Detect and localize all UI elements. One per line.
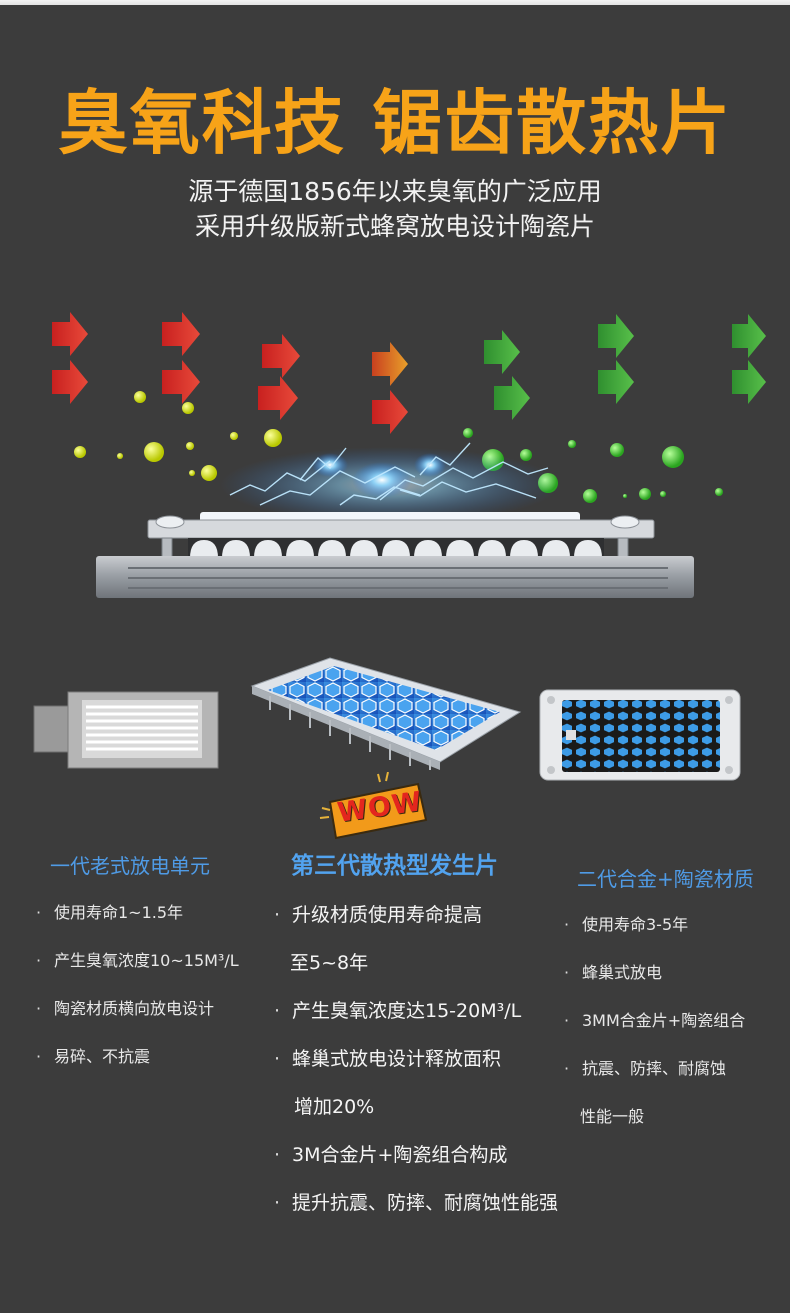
ozone-discharge-illustration bbox=[52, 312, 766, 598]
orange-arrow-icon bbox=[372, 342, 408, 386]
list-item: 至5~8年 bbox=[290, 952, 369, 974]
hero-title: 臭氧科技 锯齿散热片 bbox=[57, 82, 733, 164]
list-item: ·使用寿命3-5年 bbox=[564, 915, 689, 934]
wow-badge: WOW bbox=[318, 772, 436, 850]
list-item: ·产生臭氧浓度10~15M³/L bbox=[36, 951, 239, 970]
list-item: ·易碎、不抗震 bbox=[36, 1047, 151, 1066]
list-item: ·使用寿命1~1.5年 bbox=[36, 903, 184, 922]
product-comparison-images bbox=[33, 657, 741, 781]
hero-subtitle-2: 采用升级版新式蜂窝放电设计陶瓷片 bbox=[194, 212, 595, 241]
top-divider-strip bbox=[0, 0, 790, 5]
list-item: ·3M合金片+陶瓷组合构成 bbox=[274, 1144, 508, 1166]
list-item: ·升级材质使用寿命提高 bbox=[274, 904, 483, 926]
gen1-column-title: 一代老式放电单元 bbox=[50, 854, 210, 878]
electric-spark-icon bbox=[220, 442, 560, 523]
list-item: 增加20% bbox=[294, 1096, 375, 1118]
list-item: ·产生臭氧浓度达15-20M³/L bbox=[274, 1000, 522, 1022]
ceramic-generator-plate bbox=[96, 512, 694, 598]
list-item: ·蜂巢式放电 bbox=[564, 963, 663, 982]
wow-burst-icon bbox=[319, 772, 428, 840]
red-arrow-icon bbox=[52, 312, 408, 434]
list-item: ·3MM合金片+陶瓷组合 bbox=[564, 1011, 746, 1030]
list-item: 性能一般 bbox=[580, 1107, 645, 1126]
green-arrow-icon bbox=[484, 314, 766, 420]
list-item: ·蜂巢式放电设计释放面积 bbox=[274, 1048, 502, 1070]
hero-subtitle-1: 源于德国1856年以来臭氧的广泛应用 bbox=[188, 177, 602, 206]
gen3-heatsink-plate-image bbox=[250, 657, 522, 770]
gen3-column-title: 第三代散热型发生片 bbox=[291, 853, 498, 879]
gen1-discharge-unit-image bbox=[33, 691, 219, 769]
list-item: ·提升抗震、防摔、耐腐蚀性能强 bbox=[274, 1192, 559, 1214]
list-item: ·抗震、防摔、耐腐蚀 bbox=[564, 1059, 727, 1078]
gen2-column-title: 二代合金+陶瓷材质 bbox=[577, 867, 754, 891]
list-item: ·陶瓷材质横向放电设计 bbox=[36, 999, 215, 1018]
gen2-alloy-ceramic-plate-image bbox=[539, 689, 741, 781]
